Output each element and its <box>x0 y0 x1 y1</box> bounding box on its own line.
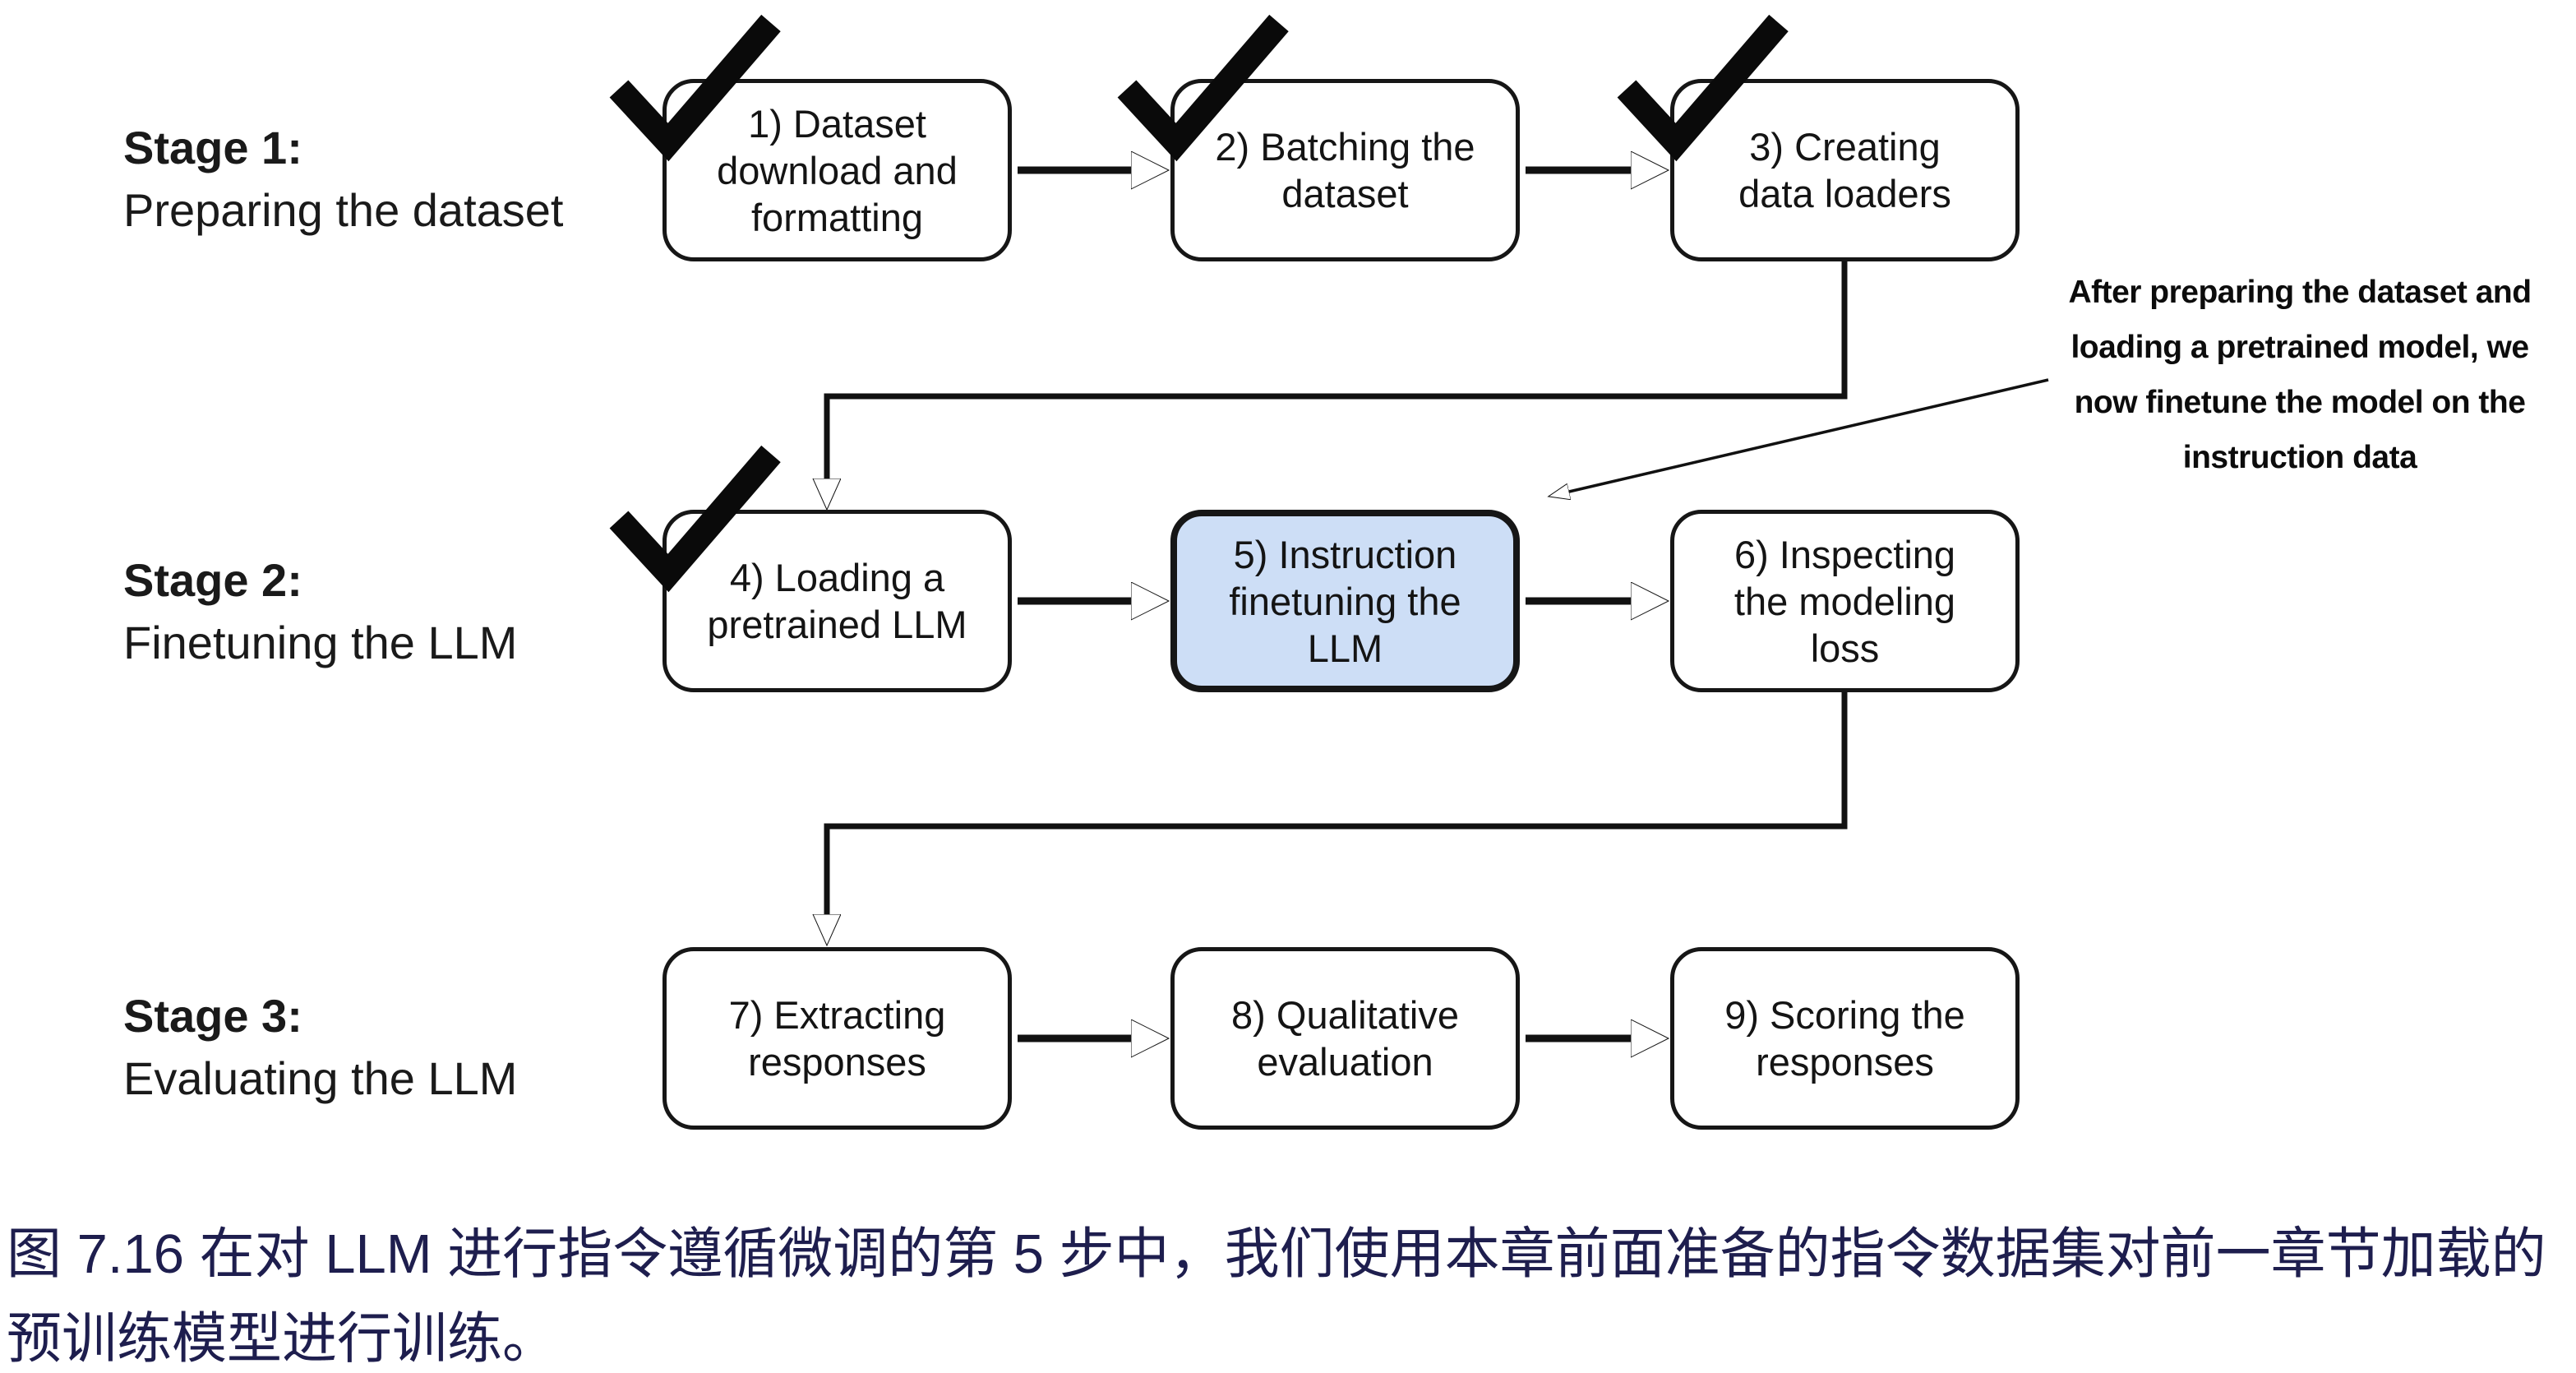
stage-3-label: Stage 3: Evaluating the LLM <box>123 985 764 1110</box>
annotation-arrow <box>1569 378 2049 492</box>
annotation-line: After preparing the dataset and <box>2068 275 2532 310</box>
checkmark-icon <box>1117 14 1289 162</box>
flow-box-label: 2) Batching the dataset <box>1215 125 1475 215</box>
flow-box-label: 9) Scoring the responses <box>1724 993 1965 1084</box>
flow-box-step-7: 7) Extracting responses <box>662 947 1012 1130</box>
stage-1-label: Stage 1: Preparing the dataset <box>123 117 764 242</box>
annotation-line: instruction data <box>2182 440 2417 475</box>
flow-box-label: 5) Instruction finetuning the LLM <box>1229 532 1461 670</box>
stage-2-label: Stage 2: Finetuning the LLM <box>123 549 764 674</box>
stage-3-subtitle: Evaluating the LLM <box>123 1052 518 1104</box>
flow-box-step-6: 6) Inspecting the modeling loss <box>1670 510 2020 692</box>
caption-line-2: 预训练模型进行训练。 <box>7 1308 557 1370</box>
flow-box-step-5-highlighted: 5) Instruction finetuning the LLM <box>1170 510 1520 692</box>
flow-box-label: 6) Inspecting the modeling loss <box>1733 532 1956 670</box>
flow-box-step-2: 2) Batching the dataset <box>1117 14 1520 261</box>
flow-box-label: 3) Creating data loaders <box>1738 125 1951 215</box>
stage-1-title: Stage 1: <box>123 122 302 173</box>
figure-caption: 图 7.16 在对 LLM 进行指令遵循微调的第 5 步中，我们使用本章前面准备… <box>7 1212 2569 1373</box>
flow-box-label: 8) Qualitative evaluation <box>1231 993 1459 1084</box>
annotation-line: loading a pretrained model, we <box>2070 330 2529 365</box>
annotation-text: After preparing the dataset and loading … <box>2024 265 2576 485</box>
caption-line-1: 图 7.16 在对 LLM 进行指令遵循微调的第 5 步中，我们使用本章前面准备… <box>7 1223 2546 1285</box>
flow-box-step-8: 8) Qualitative evaluation <box>1170 947 1520 1130</box>
flow-box-step-3: 3) Creating data loaders <box>1617 14 2020 261</box>
stage-2-subtitle: Finetuning the LLM <box>123 617 518 668</box>
stage-3-title: Stage 3: <box>123 990 302 1042</box>
flow-box-step-9: 9) Scoring the responses <box>1670 947 2020 1130</box>
checkmark-icon <box>609 445 781 593</box>
flow-box-label: 7) Extracting responses <box>728 993 946 1084</box>
checkmark-icon <box>609 14 781 162</box>
connector-box6-to-box7 <box>827 692 1848 914</box>
checkmark-icon <box>1617 14 1789 162</box>
flow-box-step-1: 1) Dataset download and formatting <box>609 14 1012 261</box>
connector-box3-to-box4 <box>827 261 1848 478</box>
annotation-line: now finetune the model on the <box>2074 385 2526 420</box>
flow-box-step-4: 4) Loading a pretrained LLM <box>609 445 1012 692</box>
flow-box-label: 4) Loading a pretrained LLM <box>707 556 967 646</box>
stage-1-subtitle: Preparing the dataset <box>123 184 564 236</box>
flow-box-label: 1) Dataset download and formatting <box>717 101 958 239</box>
stage-2-title: Stage 2: <box>123 554 302 606</box>
